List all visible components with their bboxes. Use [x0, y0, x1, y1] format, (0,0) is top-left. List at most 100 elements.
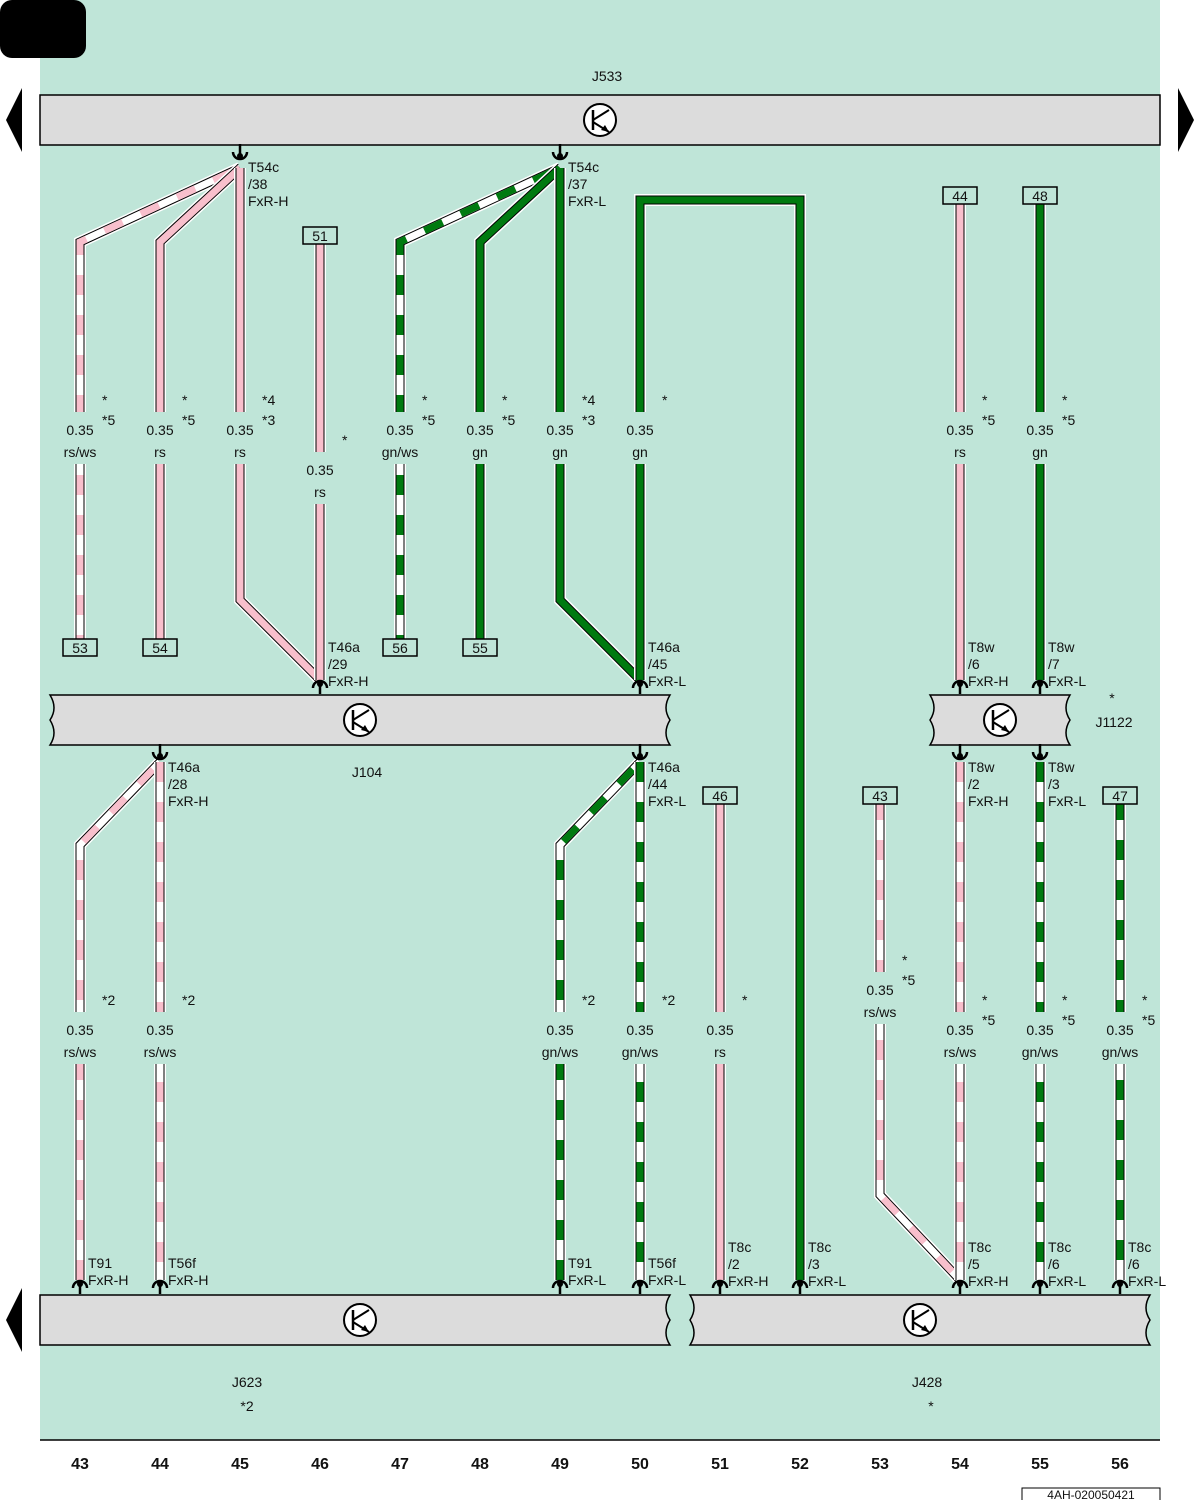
wire-note: *5 [902, 972, 915, 988]
wire-note: * [102, 392, 108, 408]
wire-53-bot [874, 800, 965, 1285]
j623-name: J623 [232, 1374, 263, 1390]
page-ref-box[interactable]: 53 [62, 638, 98, 657]
wire-size: 0.35 [626, 422, 653, 438]
wire-size: 0.35 [306, 462, 333, 478]
connector-label: /28 [168, 776, 188, 792]
connector-label: T8c [808, 1239, 831, 1255]
pin-contact-icon [791, 1279, 809, 1294]
pin-contact-icon [151, 744, 169, 761]
wire-color: gn [472, 444, 488, 460]
column-number: 53 [871, 1456, 889, 1473]
component-j104 [48, 694, 672, 746]
pins-layer [71, 144, 1129, 1294]
wire-color: gn/ws [1102, 1044, 1139, 1060]
wire-size: 0.35 [946, 422, 973, 438]
j1122-note: * [1109, 690, 1115, 706]
connector-label: /6 [1048, 1256, 1060, 1272]
pin-contact-icon [71, 1279, 89, 1294]
wire-note: *2 [662, 992, 675, 1008]
component-j1122 [928, 694, 1072, 746]
connector-label: /7 [1048, 656, 1060, 672]
page-ref-number: 54 [152, 640, 168, 656]
connector-label: /44 [648, 776, 668, 792]
connector-label: FxR-H [968, 673, 1008, 689]
wire-note: *2 [182, 992, 195, 1008]
wire-size: 0.35 [706, 1022, 733, 1038]
component-j623 [39, 1294, 672, 1346]
wire-color: rs/ws [144, 1044, 177, 1060]
j428-note: * [928, 1398, 934, 1414]
page-ref-box[interactable]: 44 [942, 186, 978, 205]
connector-label: /2 [968, 776, 980, 792]
connector-label: FxR-L [648, 793, 686, 809]
page-ref-box[interactable]: 48 [1022, 186, 1058, 205]
pin-contact-icon [1111, 1279, 1129, 1294]
pin-contact-icon [951, 744, 969, 761]
wire-color: gn/ws [382, 444, 419, 460]
wire-note: *4 [262, 392, 275, 408]
wire-note: * [182, 392, 188, 408]
next-page-icon[interactable] [1178, 88, 1194, 152]
connector-label: FxR-L [808, 1273, 846, 1289]
wire-size: 0.35 [1026, 1022, 1053, 1038]
column-number: 48 [471, 1456, 489, 1473]
j428-name: J428 [912, 1374, 943, 1390]
pin-contact-icon [311, 679, 329, 694]
wire-note: * [422, 392, 428, 408]
pin-contact-icon [631, 1279, 649, 1294]
wire-note: *5 [102, 412, 115, 428]
pin-contact-icon [231, 144, 249, 161]
page-ref-box[interactable]: 54 [142, 638, 178, 657]
connector-label: FxR-L [1048, 1273, 1086, 1289]
connector-label: T46a [648, 759, 680, 775]
prev-page-bottom-icon[interactable] [6, 1288, 22, 1352]
connector-label: T46a [168, 759, 200, 775]
pin-contact-icon [551, 144, 569, 161]
connector-label: FxR-L [648, 673, 686, 689]
page-ref-box[interactable]: 46 [702, 786, 738, 805]
pin-contact-icon [1031, 679, 1049, 694]
wire-color: rs [154, 444, 166, 460]
connector-label: T8w [968, 759, 995, 775]
column-number: 50 [631, 1456, 649, 1473]
connector-label: T46a [648, 639, 680, 655]
wire-43-bot [74, 757, 165, 1280]
wire-49-bot [554, 757, 645, 1280]
pin-contact-icon [151, 1279, 169, 1294]
page-ref-box[interactable]: 56 [382, 638, 418, 657]
connector-label: FxR-H [168, 1272, 208, 1288]
connector-label: T8c [1048, 1239, 1071, 1255]
page-ref-box[interactable]: 55 [462, 638, 498, 657]
connector-label: FxR-H [728, 1273, 768, 1289]
connector-label: FxR-H [968, 1273, 1008, 1289]
wire-size: 0.35 [66, 422, 93, 438]
connector-label: T56f [648, 1255, 676, 1271]
wire-note: *5 [502, 412, 515, 428]
page-ref-number: 53 [72, 640, 88, 656]
wire-size: 0.35 [1106, 1022, 1133, 1038]
page-ref-box[interactable]: 43 [862, 786, 898, 805]
j1122-name: J1122 [1095, 714, 1132, 730]
page-ref-box[interactable]: 51 [302, 226, 338, 245]
wire-note: * [1142, 992, 1148, 1008]
j623-note: *2 [240, 1398, 253, 1414]
page-ref-box[interactable]: 47 [1102, 786, 1138, 805]
prev-page-icon[interactable] [6, 88, 22, 152]
